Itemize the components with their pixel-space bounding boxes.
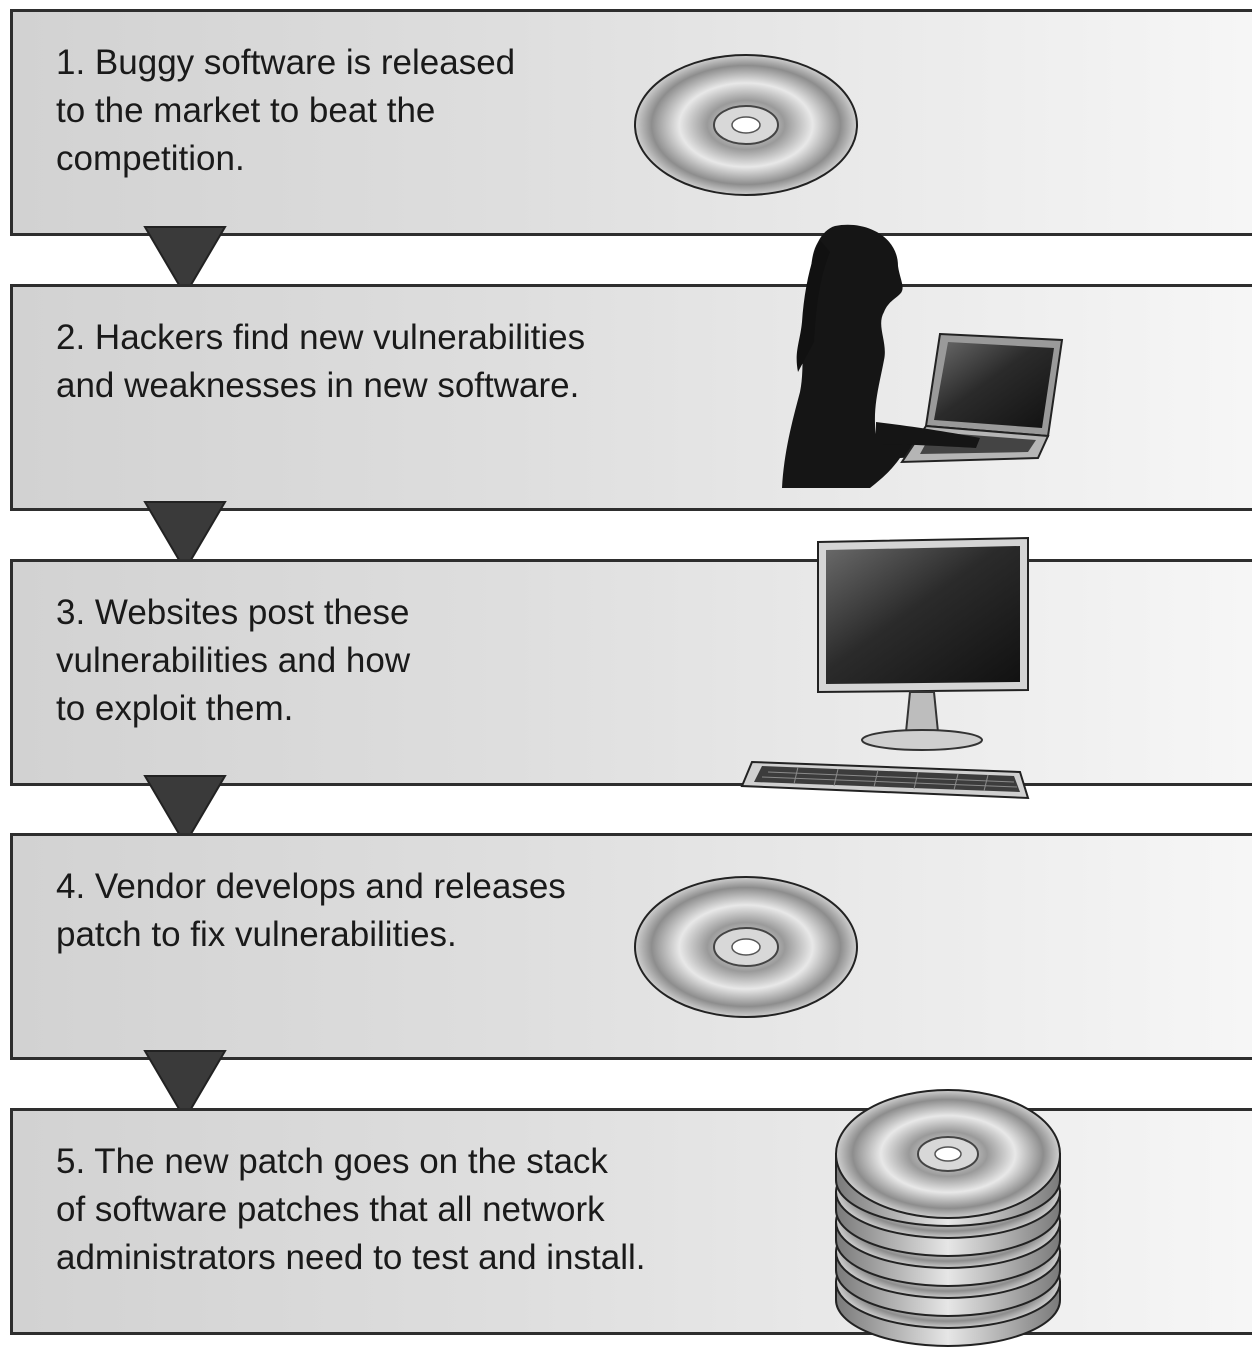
cd-disc-icon — [634, 54, 858, 196]
step-2-text: 2. Hackers find new vulnerabilities and … — [56, 318, 586, 405]
step-5-text: 5. The new patch goes on the stack of so… — [56, 1142, 646, 1277]
step-3-text: 3. Websites post these vulnerabilities a… — [56, 593, 411, 728]
step-3-panel: 3. Websites post these vulnerabilities a… — [10, 559, 1252, 786]
cd-disc-icon — [634, 876, 858, 1018]
step-4-text: 4. Vendor develops and releases patch to… — [56, 867, 566, 954]
flow-arrow-2 — [143, 501, 227, 572]
step-1-text: 1. Buggy software is released to the mar… — [56, 43, 516, 178]
woman-with-laptop-icon — [782, 224, 1064, 488]
step-5-panel: 5. The new patch goes on the stack of so… — [10, 1108, 1252, 1335]
flow-arrow-1 — [143, 226, 227, 297]
flow-arrow-4 — [143, 1050, 227, 1121]
disc-stack-icon — [835, 1089, 1061, 1347]
step-4-panel: 4. Vendor develops and releases patch to… — [10, 833, 1252, 1060]
flow-arrow-3 — [143, 775, 227, 846]
desktop-computer-icon — [740, 536, 1030, 800]
step-2-panel: 2. Hackers find new vulnerabilities and … — [10, 284, 1252, 511]
step-1-panel: 1. Buggy software is released to the mar… — [10, 9, 1252, 236]
